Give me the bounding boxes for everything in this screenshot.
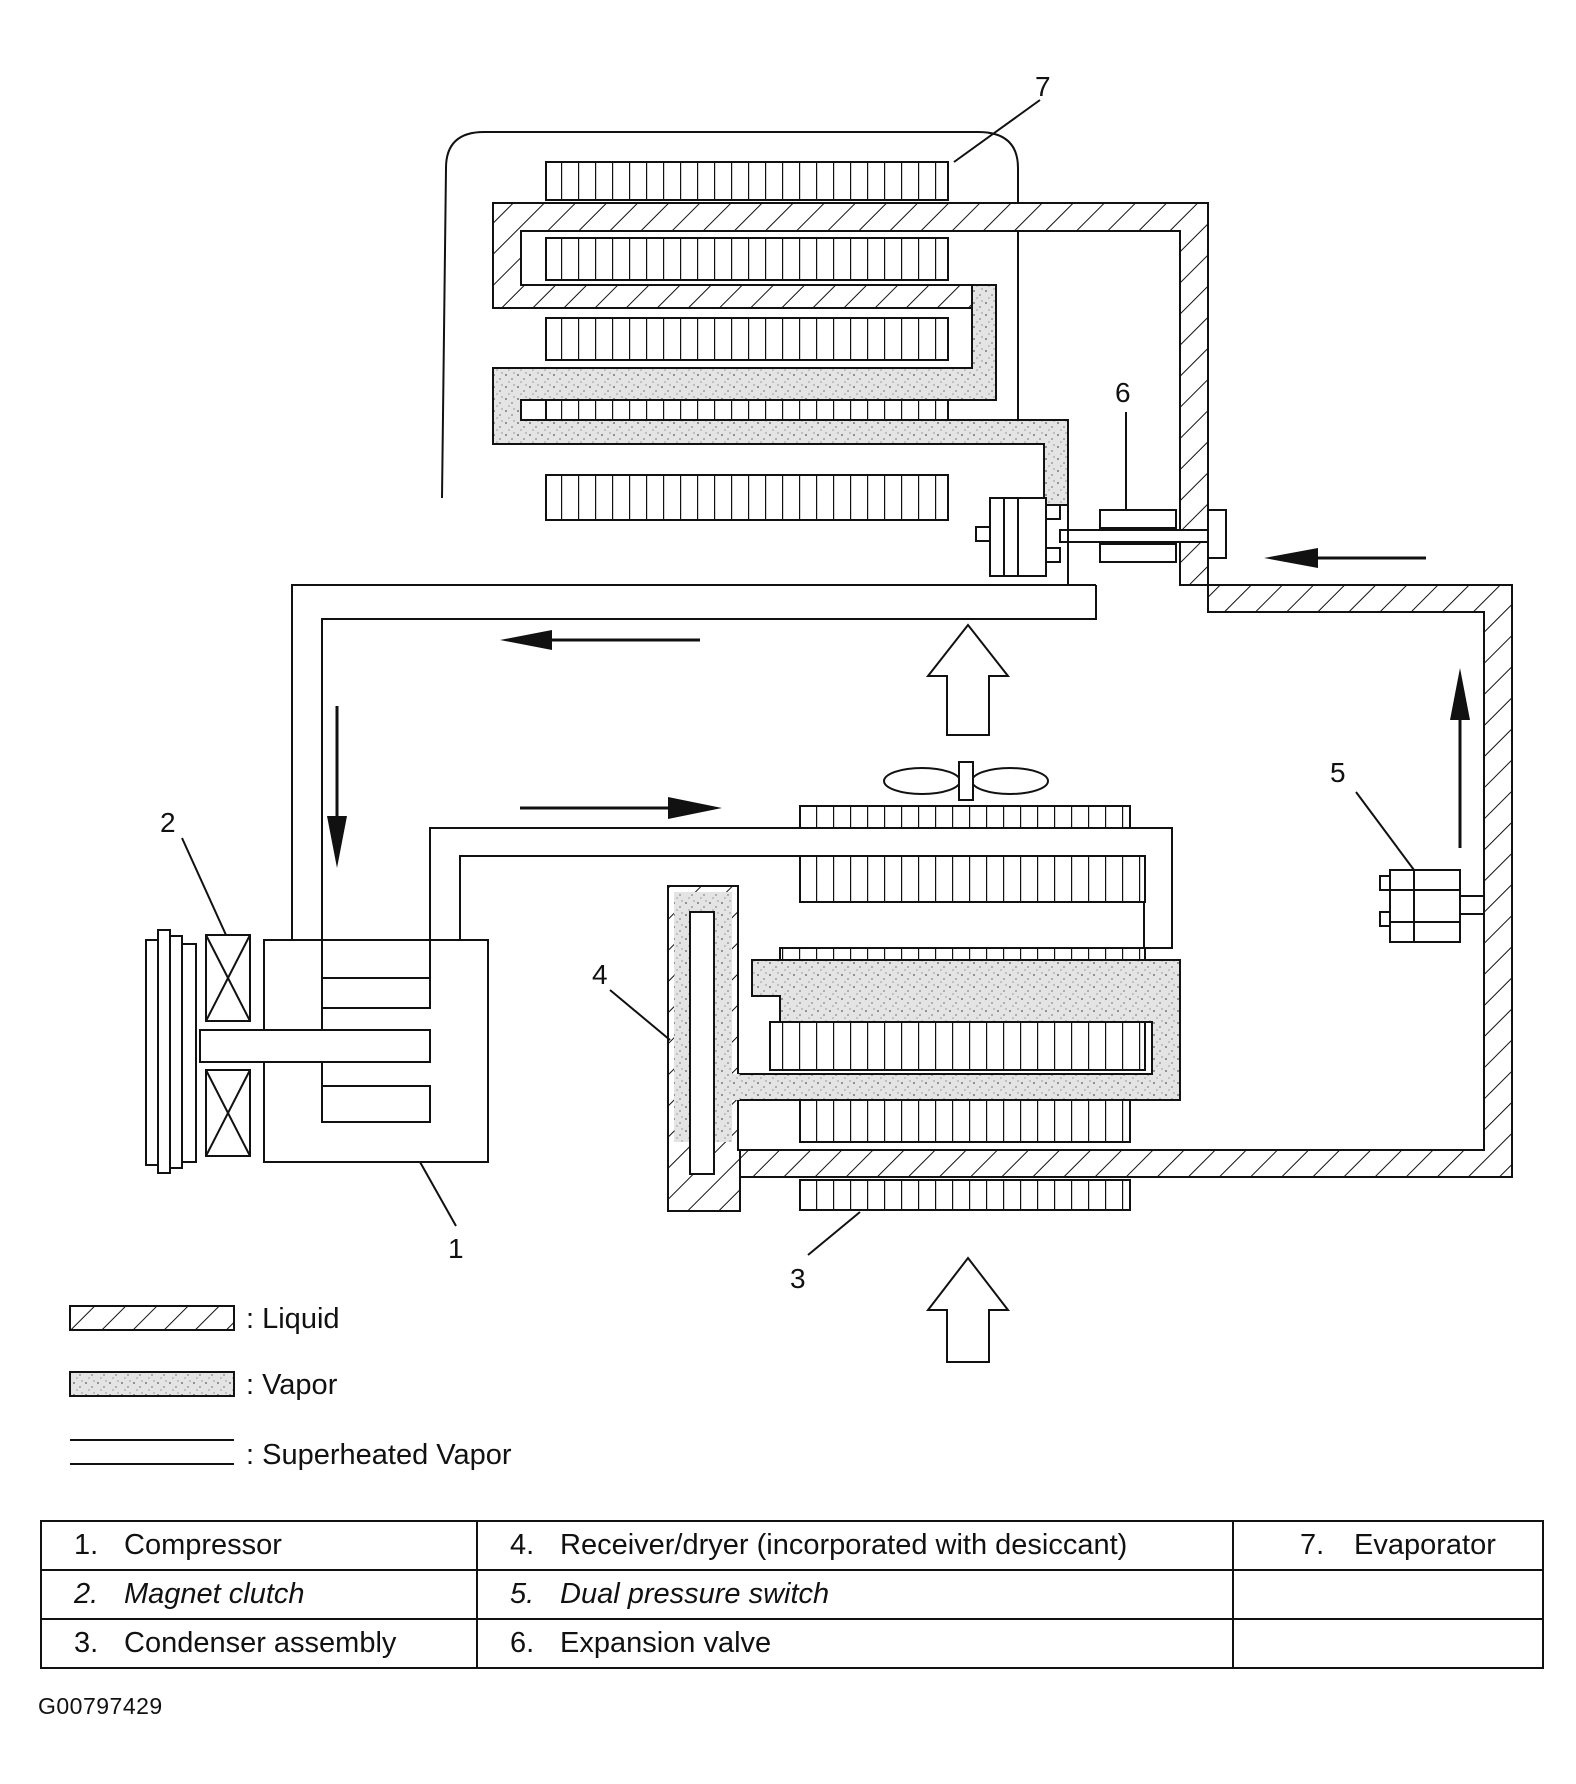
legend-liquid-label: : Liquid [246,1303,340,1335]
part-number: 4. [510,1529,535,1561]
table-cell: 6. Expansion valve [476,1618,1234,1669]
legend-liquid-swatch [69,1305,235,1331]
receiver-dryer-desiccant [689,911,715,1175]
receiver-dryer [667,885,741,1212]
flow-arrow-down [327,706,347,868]
table-cell-empty [1232,1569,1544,1620]
part-name: Condenser assembly [124,1627,397,1659]
clutch-pulley [169,935,183,1169]
part-number: 3. [74,1627,99,1659]
condenser-fin-row [799,805,1131,829]
part-number: 2. [74,1578,99,1610]
flow-arrow-left-top [1264,548,1426,568]
part-name: Expansion valve [560,1627,772,1659]
callout-3: 3 [790,1263,806,1294]
condenser-fin-row [799,1179,1131,1211]
dual-pressure-switch [1379,869,1485,943]
compressor-cylinder [321,977,431,1009]
part-number: 6. [510,1627,535,1659]
callout-5: 5 [1330,757,1346,788]
evaporator [441,131,1209,586]
condenser-assembly [729,761,1181,1211]
condenser-fin-row [769,1021,1146,1071]
table-row: 3. Condenser assembly 6. Expansion valve [40,1618,1544,1669]
part-name: Evaporator [1354,1529,1496,1561]
table-cell: 4. Receiver/dryer (incorporated with desi… [476,1520,1234,1571]
compressor-cylinder [321,1085,431,1123]
callout-4: 4 [592,959,608,990]
condenser-fan-blade [883,767,961,795]
evaporator-fin-row [545,161,949,201]
callout-leaders [181,99,1415,1256]
expansion-valve-stem [1059,529,1211,543]
compressor [199,939,489,1163]
part-name: Dual pressure switch [560,1578,830,1610]
part-number: 1. [74,1529,99,1561]
airflow-arrow-condenser [925,1256,1011,1363]
evaporator-duct-outline [441,131,1019,499]
part-number: 5. [510,1578,535,1610]
condenser-fan-hub [958,761,974,801]
clutch-pulley [181,943,197,1163]
callout-1: 1 [448,1233,464,1264]
flow-arrow-up-liquid [1450,668,1470,848]
condenser-vapor-tube [729,959,1181,1101]
legend-superheated-label: : Superheated Vapor [246,1439,512,1471]
compressor-shaft [199,1029,431,1063]
part-name: Compressor [124,1529,282,1561]
part-name: Receiver/dryer (incorporated with desicc… [560,1529,1128,1561]
compressor-cylinder [321,939,431,979]
magnet-clutch [145,929,251,1174]
condenser-fin-row [799,855,1146,903]
table-cell: 1. Compressor [40,1520,478,1571]
callout-7: 7 [1035,71,1051,102]
table-cell: 5. Dual pressure switch [476,1569,1234,1620]
parts-table: 1. Compressor 4. Receiver/dryer (incorpora… [40,1520,1544,1669]
clutch-pulley [157,929,171,1174]
expansion-valve [975,497,1227,577]
condenser-fin-row [799,1099,1131,1143]
airflow-arrow-evaporator [925,623,1011,736]
evaporator-fin-row [545,237,949,281]
legend-vapor-swatch [69,1371,235,1397]
condenser-fan-blade [971,767,1049,795]
table-cell: 2. Magnet clutch [40,1569,478,1620]
legend: : Liquid : Vapor : Superheated Vapor [69,1303,512,1471]
table-row: 2. Magnet clutch 5. Dual pressure switch [40,1569,1544,1620]
evaporator-liquid-tube [492,202,1209,586]
table-cell-empty [1232,1618,1544,1669]
legend-vapor-label: : Vapor [246,1369,338,1401]
figure-id: G00797429 [38,1693,163,1719]
liquid-line [739,584,1513,1178]
flow-arrow-right-discharge [520,797,722,819]
part-name: Magnet clutch [124,1578,305,1610]
callout-2: 2 [160,807,176,838]
callout-6: 6 [1115,377,1131,408]
evaporator-fin-row [545,317,949,361]
evaporator-fin-row [545,474,949,521]
clutch-pulley [145,939,159,1166]
flow-arrows [327,548,1470,1363]
flow-arrow-left-suction [500,630,700,650]
pressure-switch-body [1389,869,1461,943]
table-row: 1. Compressor 4. Receiver/dryer (incorpora… [40,1520,1544,1571]
part-number: 7. [1300,1529,1325,1561]
table-cell: 7. Evaporator [1232,1520,1544,1571]
table-cell: 3. Condenser assembly [40,1618,478,1669]
